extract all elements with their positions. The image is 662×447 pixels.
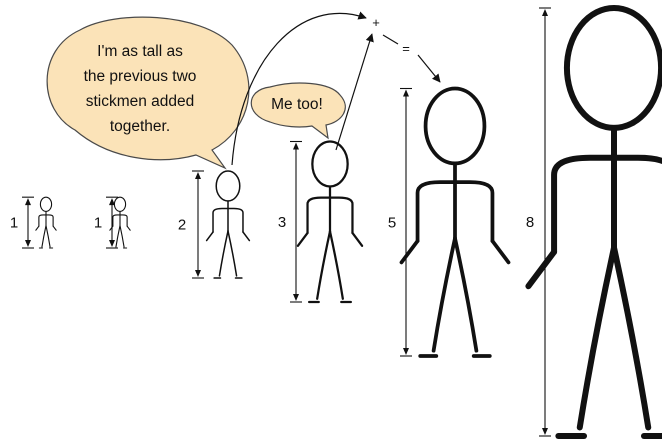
height-label-1: 1 bbox=[10, 215, 18, 232]
height-marker-2 bbox=[106, 196, 118, 249]
speech-bubble-large: I'm as tall as the previous two stickmen… bbox=[46, 16, 250, 170]
stickman-left-leg bbox=[41, 225, 47, 248]
stickman-left-hand bbox=[296, 231, 309, 247]
stickman-head bbox=[215, 170, 241, 202]
stickman-1 bbox=[35, 196, 57, 249]
speech-line-2: the previous two bbox=[84, 68, 197, 85]
height-label-5: 5 bbox=[388, 214, 396, 231]
stickman-head bbox=[563, 5, 662, 131]
stickman-6 bbox=[525, 5, 662, 439]
stickman-right-hand bbox=[52, 225, 57, 231]
height-marker-bottom-arrow bbox=[403, 348, 409, 355]
stickman-left-leg bbox=[431, 236, 457, 353]
stickman-left-leg bbox=[218, 230, 229, 277]
stickman-right-hand bbox=[490, 239, 511, 265]
height-marker-bottom-arrow bbox=[195, 270, 201, 277]
height-label-2: 1 bbox=[94, 215, 102, 232]
height-marker-top-arrow bbox=[195, 172, 201, 179]
stickman-left-hand bbox=[399, 239, 420, 265]
height-marker-6 bbox=[539, 7, 551, 437]
height-marker-3 bbox=[192, 170, 204, 279]
height-marker-top-arrow bbox=[109, 198, 115, 206]
height-marker-top-arrow bbox=[25, 198, 31, 206]
stickman-left-leg bbox=[316, 230, 332, 300]
speech-line-3: stickmen added bbox=[86, 93, 195, 110]
me-too-text: Me too! bbox=[271, 96, 323, 113]
stickman-right-hand bbox=[351, 231, 364, 247]
stickman-5 bbox=[399, 86, 511, 358]
height-marker-bottom-arrow bbox=[293, 294, 299, 301]
height-marker-4 bbox=[290, 140, 302, 303]
height-marker-top-arrow bbox=[293, 142, 299, 150]
stickman-right-leg bbox=[611, 244, 652, 431]
stickman-arms bbox=[551, 154, 662, 255]
speech-line-4: together. bbox=[110, 118, 170, 135]
arrow-plus-to-equals bbox=[382, 34, 399, 45]
stickman-right-leg bbox=[227, 230, 238, 277]
height-marker-bottom-arrow bbox=[542, 428, 548, 435]
stickman-left-hand bbox=[205, 231, 214, 242]
plus-sign: + bbox=[372, 15, 380, 30]
height-marker-bottom-arrow bbox=[109, 240, 115, 247]
connector-arrows bbox=[231, 11, 441, 166]
height-marker-5 bbox=[400, 87, 412, 357]
height-marker-1 bbox=[22, 196, 34, 249]
speech-bubble-small: Me too! bbox=[250, 82, 346, 140]
stickman-left-leg bbox=[576, 244, 617, 431]
stickman-right-hand bbox=[126, 225, 131, 231]
height-marker-bottom-arrow bbox=[25, 240, 31, 247]
stickman-left-hand bbox=[525, 248, 558, 290]
stickman-left-leg bbox=[115, 225, 121, 248]
height-label-3: 2 bbox=[178, 217, 186, 234]
height-marker-top-arrow bbox=[542, 9, 548, 16]
stickman-head bbox=[423, 86, 487, 166]
stickman-left-hand bbox=[35, 225, 40, 231]
arrow-from-two-to-plus bbox=[231, 11, 367, 166]
stickman-right-leg bbox=[328, 230, 344, 300]
stickman-right-hand bbox=[242, 231, 251, 242]
height-label-4: 3 bbox=[278, 214, 286, 231]
speech-line-1: I'm as tall as bbox=[97, 43, 183, 60]
arrow-from-three-to-plus bbox=[335, 33, 374, 151]
stickman-head bbox=[311, 140, 349, 188]
stickman-right-leg bbox=[119, 225, 125, 248]
stickmen-group: 1 1 2 3 5 8 bbox=[10, 5, 662, 439]
stickman-right-leg bbox=[453, 236, 479, 353]
stickman-right-leg bbox=[45, 225, 51, 248]
stickman-4 bbox=[296, 140, 364, 304]
stickman-head bbox=[39, 196, 53, 212]
stickman-3 bbox=[205, 170, 251, 279]
stickman-head bbox=[113, 196, 127, 212]
equals-sign: = bbox=[402, 41, 410, 56]
arrow-equals-to-five bbox=[417, 54, 441, 83]
height-label-6: 8 bbox=[526, 214, 534, 231]
height-marker-top-arrow bbox=[403, 89, 409, 97]
